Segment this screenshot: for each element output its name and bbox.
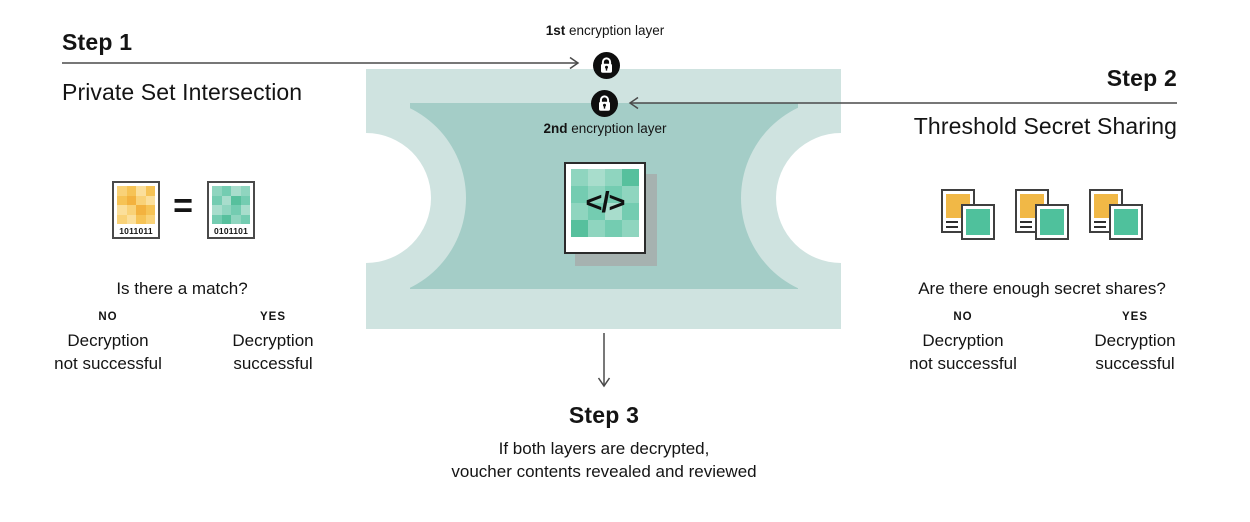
second-layer-ordinal: 2nd <box>543 121 568 136</box>
step2-subtitle: Threshold Secret Sharing <box>913 113 1177 139</box>
secret-share-icon <box>1015 189 1069 241</box>
step1-yes-line1: Decryption <box>232 331 314 350</box>
first-layer-text: encryption layer <box>565 23 665 38</box>
equals-sign: = <box>173 187 193 225</box>
voucher-mosaic <box>571 169 639 237</box>
step1-no-line1: Decryption <box>67 331 149 350</box>
step1-yes-outcome: YES Decryption successful <box>203 311 343 375</box>
arrow-down-icon <box>597 377 611 388</box>
step1-no-line2: not successful <box>54 354 162 373</box>
step2-no-label: NO <box>953 311 973 323</box>
step1-title: Step 1 <box>62 29 133 55</box>
lock-icon-first-layer <box>593 52 620 79</box>
teal-mosaic <box>212 186 250 224</box>
step2-yes-line1: Decryption <box>1094 331 1176 350</box>
step2-no-line1: Decryption <box>922 331 1004 350</box>
step2-yes-label: YES <box>1121 311 1148 323</box>
step2-yes-line2: successful <box>1095 354 1175 373</box>
second-layer-text: encryption layer <box>567 121 667 136</box>
step2-no-outcome: NO Decryption not successful <box>893 311 1033 375</box>
secret-share-icon <box>941 189 995 241</box>
first-encryption-layer-label: 1st encryption layer <box>505 23 705 39</box>
mosaic-card-teal: 0101101 <box>207 181 255 239</box>
first-layer-ordinal: 1st <box>545 23 566 38</box>
step3-line2: voucher contents revealed and reviewed <box>451 462 757 481</box>
step1-yes-label: YES <box>259 311 286 323</box>
step2-no-line2: not successful <box>909 354 1017 373</box>
teal-card-bits-label: 0101101 <box>213 226 249 236</box>
orange-card-bits-label: 1011011 <box>119 226 153 236</box>
step1-question: Is there a match? <box>116 279 248 298</box>
step1-no-label: NO <box>98 311 118 323</box>
lock-icon-second-layer <box>591 90 618 117</box>
second-encryption-layer-label: 2nd encryption layer <box>505 121 705 137</box>
step3-line1: If both layers are decrypted, <box>498 439 710 458</box>
step3-title: Step 3 <box>568 402 640 428</box>
step2-title: Step 2 <box>1106 65 1177 91</box>
step2-yes-outcome: YES Decryption successful <box>1065 311 1205 375</box>
step2-question: Are there enough secret shares? <box>918 279 1166 298</box>
secret-shares-row <box>941 189 1143 241</box>
step1-no-outcome: NO Decryption not successful <box>38 311 178 375</box>
secret-share-icon <box>1089 189 1143 241</box>
step1-subtitle: Private Set Intersection <box>62 79 303 105</box>
code-icon: </> <box>585 186 626 219</box>
mosaic-card-orange: 1011011 <box>112 181 160 239</box>
orange-mosaic <box>117 186 155 224</box>
arrow-right-icon <box>569 56 580 70</box>
step1-yes-line2: successful <box>233 354 313 373</box>
voucher-code-card: </> <box>564 162 646 254</box>
